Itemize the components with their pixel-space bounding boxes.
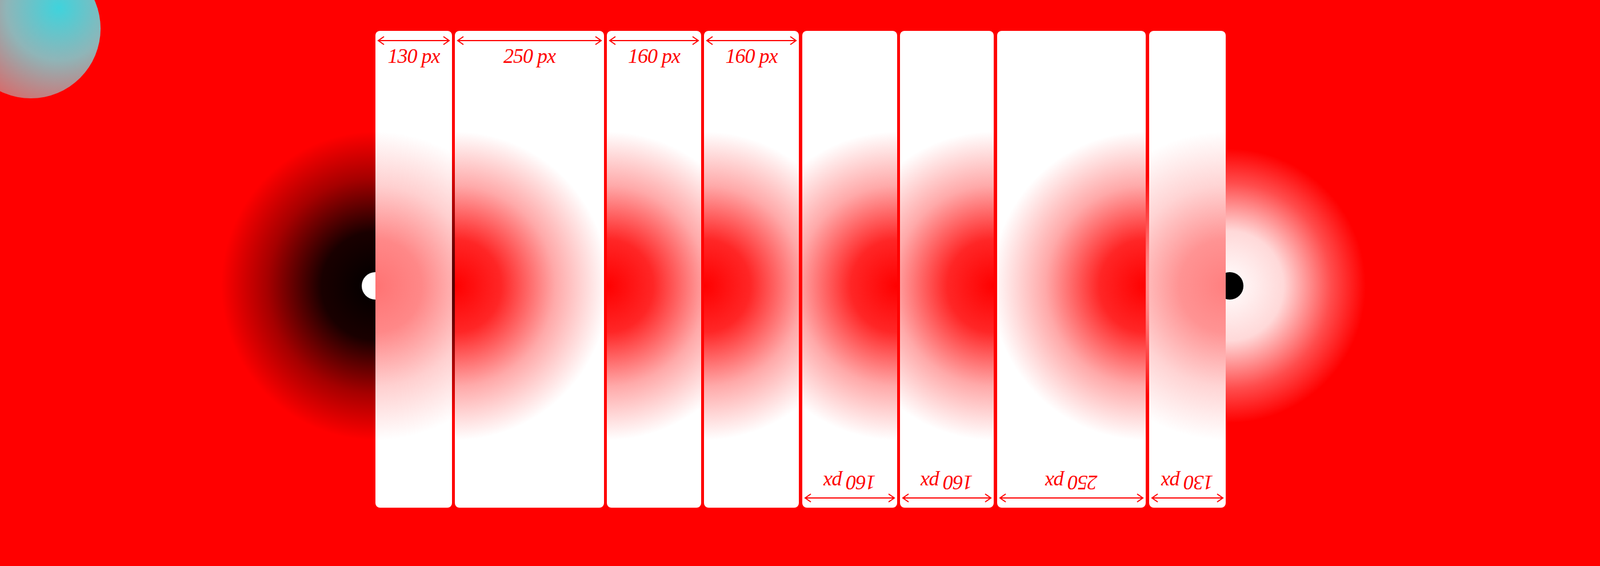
strip-panel: 160 px: [802, 30, 898, 508]
dimension-label: 160 px: [802, 470, 898, 494]
dimension-label: 160 px: [704, 44, 799, 68]
dimension-group: 130 px: [375, 30, 452, 72]
dimension-group: 160 px: [606, 30, 702, 72]
dimension-label: 250 px: [454, 44, 604, 68]
dimension-label: 130 px: [375, 44, 452, 68]
dimension-group: 250 px: [997, 466, 1146, 508]
dimension-group: 160 px: [704, 30, 799, 72]
dimension-label: 160 px: [606, 44, 702, 68]
strip-panel: 160 px: [704, 30, 799, 508]
dimension-group: 160 px: [900, 466, 994, 508]
dimension-label: 160 px: [900, 470, 994, 494]
strip-panel: 250 px: [454, 30, 604, 508]
dimension-group: 160 px: [802, 466, 898, 508]
strip-panel: 130 px: [375, 30, 452, 508]
sphere: [0, 0, 101, 99]
dimension-group: 130 px: [1149, 466, 1226, 508]
dimension-label: 130 px: [1149, 470, 1226, 494]
dimension-group: 250 px: [454, 30, 604, 72]
strip-panel: 250 px: [997, 30, 1146, 508]
strip-panel: 160 px: [606, 30, 702, 508]
strip-panel: 160 px: [900, 30, 994, 508]
dimension-label: 250 px: [997, 470, 1146, 494]
strip-panel: 130 px: [1149, 30, 1226, 508]
